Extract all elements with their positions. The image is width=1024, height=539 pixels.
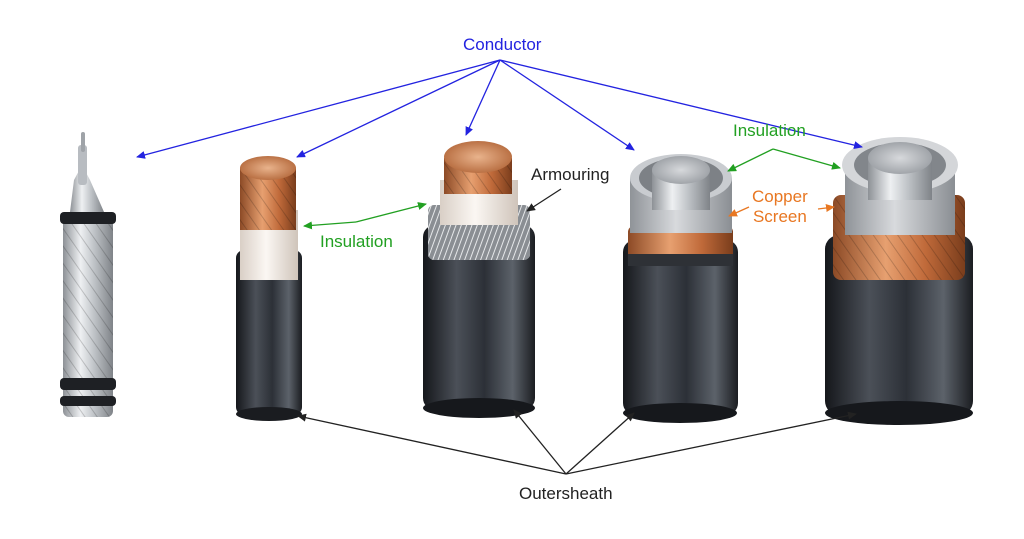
screened-cable-large [825,137,973,425]
bare-overhead-conductor [60,132,116,417]
outersheath-arrows [297,409,857,475]
conductor-label: Conductor [463,35,542,54]
armoured-cable [423,141,535,418]
copper-screen-label-line2: Screen [752,206,807,226]
copper-screen-label-line1: Copper [752,187,808,206]
single-core-insulated-cable [236,156,302,421]
armouring-arrow [526,188,562,212]
insulation-label-left: Insulation [320,232,393,251]
armouring-label: Armouring [531,165,610,184]
insulation-arrows-left [303,202,427,230]
insulation-label-right: Insulation [733,121,806,140]
copper-screen-label: Copper Screen [752,187,808,226]
screened-cable-medium [623,154,738,423]
conductor-arrows [136,59,863,159]
insulation-arrows-right [727,148,841,172]
copper-screen-arrows [728,204,835,217]
outersheath-label: Outersheath [519,484,613,503]
